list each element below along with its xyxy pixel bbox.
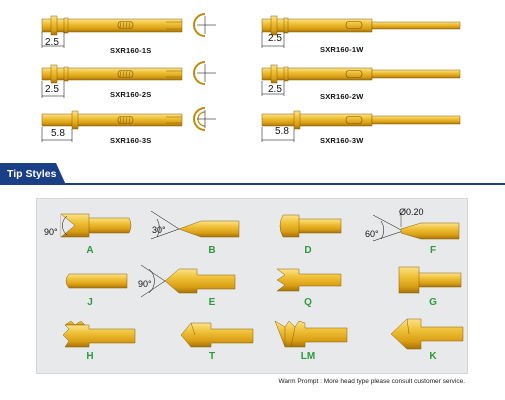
probe-drawing-2w xyxy=(261,64,461,96)
probe-dimension: 2.5 xyxy=(45,37,59,48)
tip-e-drawing xyxy=(140,264,236,298)
tip-lm-drawing xyxy=(274,320,348,348)
tip-a-drawing xyxy=(60,213,132,238)
tip-angle-annotation: 60° xyxy=(365,229,379,239)
tip-j-drawing xyxy=(65,273,128,289)
tip-diameter-annotation: Ø0.20 xyxy=(399,207,424,217)
tip-f-drawing xyxy=(372,213,460,242)
tip-d-drawing xyxy=(279,214,342,238)
tip-h-drawing xyxy=(62,320,136,348)
tip-code-label: H xyxy=(86,351,94,362)
tip-code-label: G xyxy=(429,297,437,308)
probe-model-label: SXR160-3S xyxy=(110,136,152,145)
tip-code-label: T xyxy=(208,351,216,362)
probe-dimension: 2.5 xyxy=(45,84,59,95)
section-title: Tip Styles xyxy=(0,163,66,185)
tip-q-drawing xyxy=(276,268,342,292)
tip-code-label: K xyxy=(429,351,437,362)
tip-g-drawing xyxy=(398,266,462,294)
probe-dimension: 2.5 xyxy=(268,84,282,95)
probe-tip-view-icon xyxy=(193,13,216,37)
probe-drawing-1w xyxy=(261,15,461,48)
tip-code-label: D xyxy=(304,245,312,256)
section-header: Tip Styles xyxy=(0,163,505,185)
tip-angle-annotation: 30° xyxy=(152,225,166,235)
probe-drawing-3w xyxy=(261,110,461,142)
probe-model-label: SXR160-1S xyxy=(110,46,152,55)
probe-dimension: 2.5 xyxy=(268,33,282,44)
tip-t-drawing xyxy=(180,322,254,348)
tip-angle-annotation: 90° xyxy=(138,279,152,289)
tip-code-label: B xyxy=(208,245,216,256)
probe-model-label: SXR160-2W xyxy=(320,92,364,101)
probe-model-label: SXR160-1W xyxy=(320,45,364,54)
probe-tip-view-icon xyxy=(193,61,216,85)
tip-code-label: F xyxy=(429,245,437,256)
probe-drawing-2s xyxy=(41,64,183,98)
probe-model-label: SXR160-3W xyxy=(320,136,364,145)
probe-drawing-3s xyxy=(41,110,183,142)
probe-dimension: 5.8 xyxy=(275,126,289,137)
tip-k-drawing xyxy=(390,318,464,350)
tip-styles-panel: 90° A 30° B D Ø0.20 60° F J 90° E xyxy=(36,198,468,374)
footer-note: Warm Prompt : More head type please cons… xyxy=(278,378,465,385)
probe-model-label: SXR160-2S xyxy=(110,90,152,99)
tip-b-drawing xyxy=(150,210,240,240)
probe-tip-view-icon xyxy=(193,107,216,131)
tip-angle-annotation: 90° xyxy=(44,227,58,237)
probe-dimension: 5.8 xyxy=(51,128,65,139)
tip-code-label: Q xyxy=(304,297,312,308)
tip-code-label: J xyxy=(87,297,93,308)
tip-code-label: LM xyxy=(300,351,316,362)
probe-drawing-1s xyxy=(41,15,183,48)
tip-code-label: A xyxy=(86,245,94,256)
tip-code-label: E xyxy=(208,297,216,308)
